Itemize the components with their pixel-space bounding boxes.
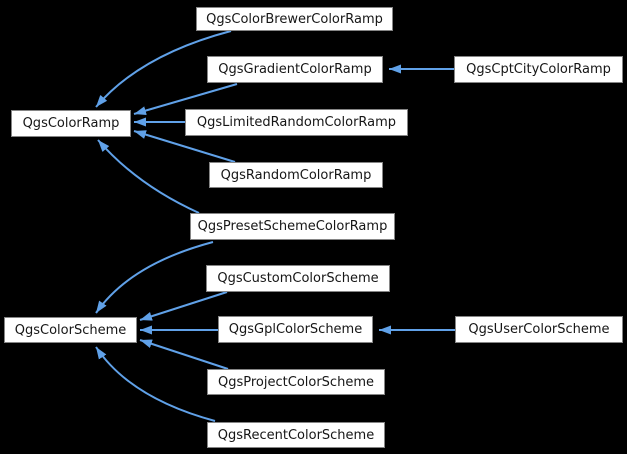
edge-colorbrewer-to-colorramp — [95, 30, 232, 108]
edge-project-to-colorscheme — [139, 339, 229, 370]
node-qgsprojectcolorscheme[interactable]: QgsProjectColorScheme — [207, 369, 385, 395]
edge-random-to-colorramp — [133, 130, 236, 163]
node-qgscptcitycolorramp[interactable]: QgsCptCityColorRamp — [454, 56, 623, 83]
node-qgsrandomcolorramp[interactable]: QgsRandomColorRamp — [209, 162, 383, 188]
node-qgscolorramp[interactable]: QgsColorRamp — [11, 110, 131, 137]
node-qgsrecentcolorscheme[interactable]: QgsRecentColorScheme — [207, 422, 385, 448]
edge-preset-to-colorscheme — [95, 241, 214, 314]
edge-custom-to-colorscheme — [139, 291, 228, 321]
edge-recent-to-colorscheme — [95, 346, 216, 422]
node-qgslimitedrandomcolorramp[interactable]: QgsLimitedRandomColorRamp — [185, 109, 408, 136]
node-qgsusercolorscheme[interactable]: QgsUserColorScheme — [455, 316, 623, 343]
node-qgsgradientcolorramp[interactable]: QgsGradientColorRamp — [207, 56, 383, 83]
node-qgscustomcolorscheme[interactable]: QgsCustomColorScheme — [206, 265, 390, 292]
edge-preset-to-colorramp — [97, 139, 200, 214]
node-qgscolorscheme[interactable]: QgsColorScheme — [4, 317, 137, 343]
node-qgscolorbrewercolorramp[interactable]: QgsColorBrewerColorRamp — [196, 7, 393, 31]
edge-gradient-to-colorramp — [133, 83, 238, 115]
node-qgsgplcolorscheme[interactable]: QgsGplColorScheme — [218, 316, 373, 343]
node-qgspresetschemecolorramp[interactable]: QgsPresetSchemeColorRamp — [190, 213, 395, 240]
